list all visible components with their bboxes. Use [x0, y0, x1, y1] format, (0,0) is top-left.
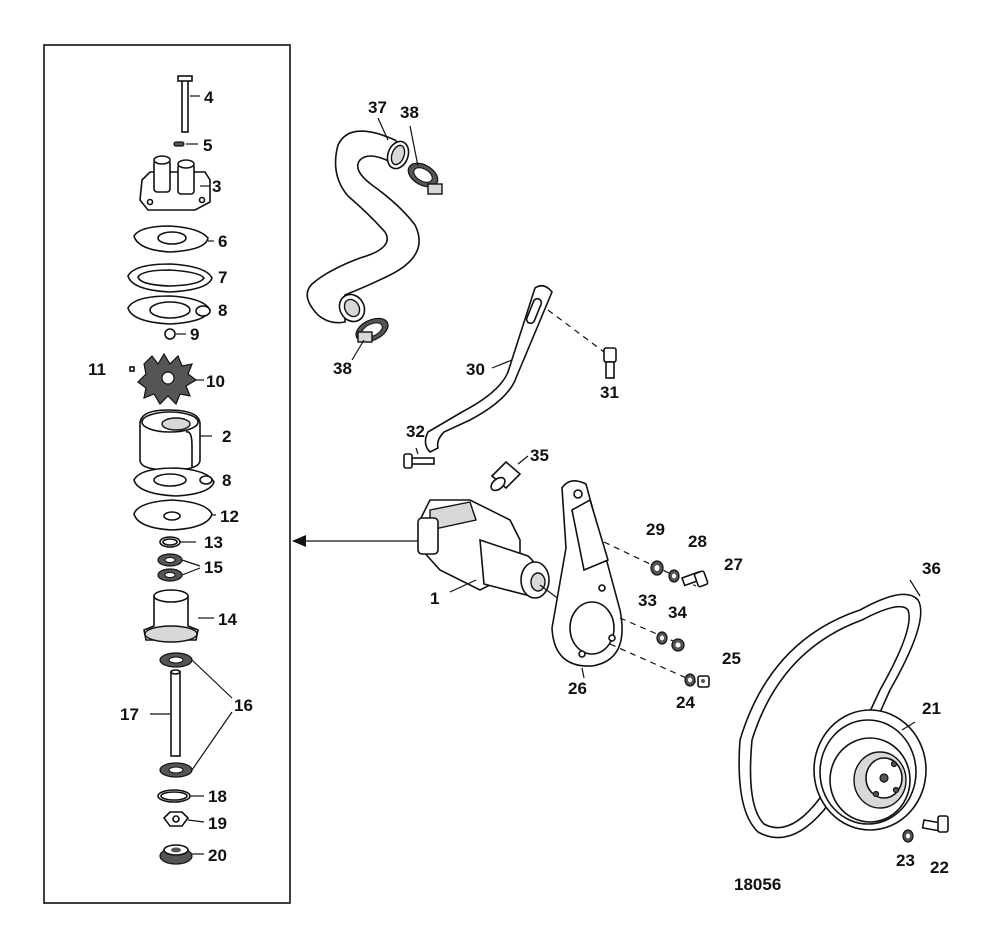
nut-25: [697, 675, 710, 688]
inset-frame: [43, 44, 291, 904]
mounting-arm: [424, 284, 553, 453]
callout-34: 34: [668, 603, 687, 622]
plate-fastener-line-upper: [603, 541, 697, 587]
callout-38-lower: 38: [333, 359, 352, 378]
callout-26: 26: [568, 679, 587, 698]
callout-36: 36: [922, 559, 941, 578]
callout-17: 17: [120, 705, 139, 724]
impeller-key: [129, 366, 135, 372]
callout-30: 30: [466, 360, 485, 379]
pump-bearing-upper: [159, 652, 193, 668]
callout-32: 32: [406, 422, 425, 441]
callout-33: 33: [638, 591, 657, 610]
pump-bearing-housing: [143, 589, 214, 643]
callout-7: 7: [218, 268, 227, 287]
callout-8-upper: 8: [218, 301, 227, 320]
callout-19: 19: [208, 814, 227, 833]
callout-29: 29: [646, 520, 665, 539]
callout-18: 18: [208, 787, 227, 806]
nut-34: [671, 638, 685, 652]
callout-12: 12: [220, 507, 239, 526]
pump-oring-large: [157, 789, 204, 803]
callout-38-upper: 38: [400, 103, 419, 122]
pump-motor: [417, 499, 561, 601]
figure-reference-number: 18056: [734, 875, 781, 894]
callout-25: 25: [722, 649, 741, 668]
pump-small-ring: [164, 328, 186, 340]
pump-plate-gasket-lower: [133, 467, 215, 497]
inset-arrow: [292, 535, 418, 547]
callout-13: 13: [204, 533, 223, 552]
washer-28: [668, 569, 680, 583]
callout-15: 15: [204, 558, 223, 577]
callout-21: 21: [922, 699, 941, 718]
plate-bolt: [680, 570, 709, 588]
pump-oring-small: [159, 536, 196, 548]
callout-10: 10: [206, 372, 225, 391]
pump-hub: [159, 844, 204, 865]
pump-plate-gasket-upper: [127, 295, 211, 325]
pump-nut: [162, 811, 205, 827]
washer-29: [650, 560, 664, 576]
hose-clamp-lower: [351, 317, 389, 361]
callout-35: 35: [530, 446, 549, 465]
washer-23: [902, 829, 914, 843]
pulley-bolt: [921, 815, 949, 833]
hose-clamp-upper: [407, 125, 443, 195]
callout-23: 23: [896, 851, 915, 870]
bearing-leaders: [191, 659, 233, 771]
arm-bolt-line: [547, 309, 605, 353]
pump-seals: [157, 553, 201, 582]
washer-24: [684, 673, 696, 687]
washer-33: [656, 631, 668, 645]
callout-5: 5: [203, 136, 212, 155]
callout-11: 11: [88, 360, 106, 379]
callout-3: 3: [212, 177, 221, 196]
callout-16: 16: [234, 696, 253, 715]
callout-20: 20: [208, 846, 227, 865]
pump-gasket-ring: [127, 263, 213, 293]
pump-bearing-lower: [159, 762, 193, 778]
pump-bolt: [177, 75, 200, 133]
drive-belt: [738, 579, 922, 839]
arm-bolt: [603, 347, 617, 379]
pump-wear-plate: [133, 499, 216, 531]
pump-gasket-upper: [133, 225, 214, 253]
mounting-plate: [551, 480, 623, 679]
callout-14: 14: [218, 610, 237, 629]
pump-pin: [173, 141, 198, 147]
callout-1: 1: [430, 589, 439, 608]
water-hose: [306, 117, 420, 324]
callout-22: 22: [930, 858, 949, 877]
callout-37: 37: [368, 98, 387, 117]
callout-8-lower: 8: [222, 471, 231, 490]
callout-6: 6: [218, 232, 227, 251]
hose-fitting: [490, 455, 529, 492]
pump-cover: [139, 155, 211, 211]
callout-27: 27: [724, 555, 743, 574]
pump-impeller: [137, 352, 204, 406]
drive-pulley: [813, 709, 927, 831]
pump-housing: [139, 409, 212, 471]
pump-shaft: [150, 669, 181, 757]
callout-2: 2: [222, 427, 231, 446]
callout-9: 9: [190, 325, 199, 344]
callout-31: 31: [600, 383, 619, 402]
callout-4: 4: [204, 88, 214, 107]
motor-bolt: [403, 447, 435, 469]
callout-28: 28: [688, 532, 707, 551]
callout-24: 24: [676, 693, 695, 712]
